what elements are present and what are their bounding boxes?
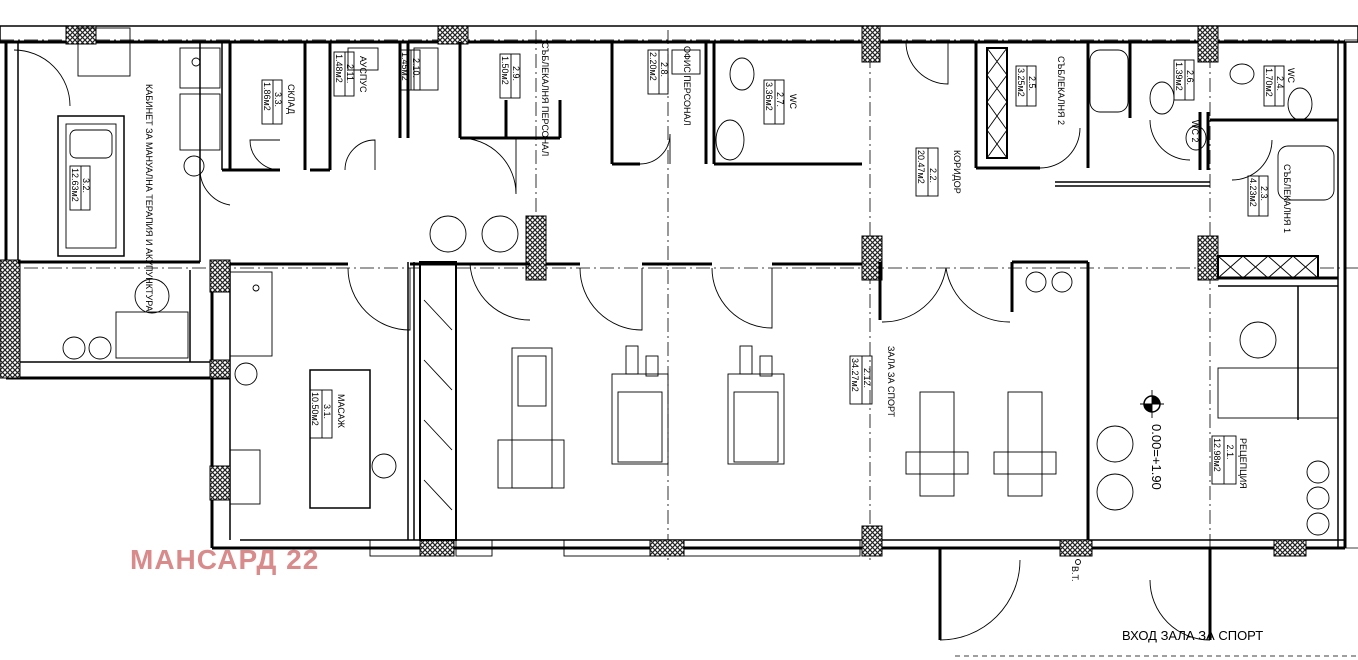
room-id: 2.7. [775,92,785,107]
room-area: 1.86м2 [262,82,272,111]
columns [0,25,1319,557]
room-name: РЕЦЕПЦИЯ [1238,438,1248,489]
room-id: 2.8. [659,62,669,77]
entrance-label: ВХОД ЗАЛА ЗА СПОРТ [1122,628,1263,643]
room-name: СЪБЛЕКАЛНЯ ПЕРСОНАЛ [540,42,550,156]
room-area: 2.20м2 [648,52,658,81]
room-name: АУСПУС [358,56,368,93]
room-id: 2.10. [411,58,421,78]
room-name: ОФИС ПЕРСОНАЛ [682,46,692,126]
room-area: 34.27м2 [850,358,860,392]
furniture [57,27,1339,565]
room-id: 2.6. [1185,70,1195,85]
room-area: 1.39м2 [1174,62,1184,91]
room-area: 10.50м2 [310,392,320,426]
room-id: 2.5. [1027,76,1037,91]
room-id: 2.2. [928,168,938,183]
room-area: 4.23м2 [1248,178,1258,207]
room-name: WC [1286,68,1296,83]
room-area: 1.50м2 [500,56,510,85]
room-area: 1.45м2 [400,52,410,81]
level-mark: В.Т. [1070,566,1080,582]
room-area: 20.47м2 [916,150,926,184]
room-name: СКЛАД [286,84,296,114]
doors [13,41,1273,641]
room-name: СЪБЛЕКАЛНЯ 2 [1056,56,1066,125]
room-id: 3.1. [322,404,332,419]
room-area: 1.70м2 [1264,68,1274,97]
room-area: 1.48м2 [334,54,344,83]
room-area: 3.36м2 [764,82,774,111]
watermark: МАНСАРД 22 [130,544,319,575]
room-area: 3.25м2 [1016,68,1026,97]
room-name-cabinet: КАБИНЕТ ЗА МАНУАЛНА ТЕРАПИЯ И АКУПУНКТУР… [144,84,154,312]
room-id: 2.3. [1259,186,1269,201]
room-id: 2.12. [862,368,872,388]
room-id: 2.4. [1275,76,1285,91]
level-label: 0.00=+1.90 [1149,424,1164,490]
room-name: WC 2 [1190,120,1200,143]
room-name: ЗАЛА ЗА СПОРТ [886,346,896,418]
room-area: 12.98м2 [1212,438,1222,472]
room-id: 3.3. [273,92,283,107]
room-id: 2.9. [511,66,521,81]
room-name: МАСАЖ [336,394,346,429]
room-id: 3.2. [81,178,91,193]
room-name: WC [788,94,798,109]
room-id: 2.11. [345,64,355,83]
room-name: КОРИДОР [952,150,962,194]
room-id: 2.1. [1225,444,1235,459]
interior-walls [18,42,1338,540]
room-name: СЪБЛЕКАЛНЯ 1 [1282,164,1292,233]
room-area: 12.63м2 [70,168,80,202]
room-labels: 2.1. РЕЦЕПЦИЯ 12.98м2 2.2. КОРИДОР 20.47… [69,42,1296,582]
